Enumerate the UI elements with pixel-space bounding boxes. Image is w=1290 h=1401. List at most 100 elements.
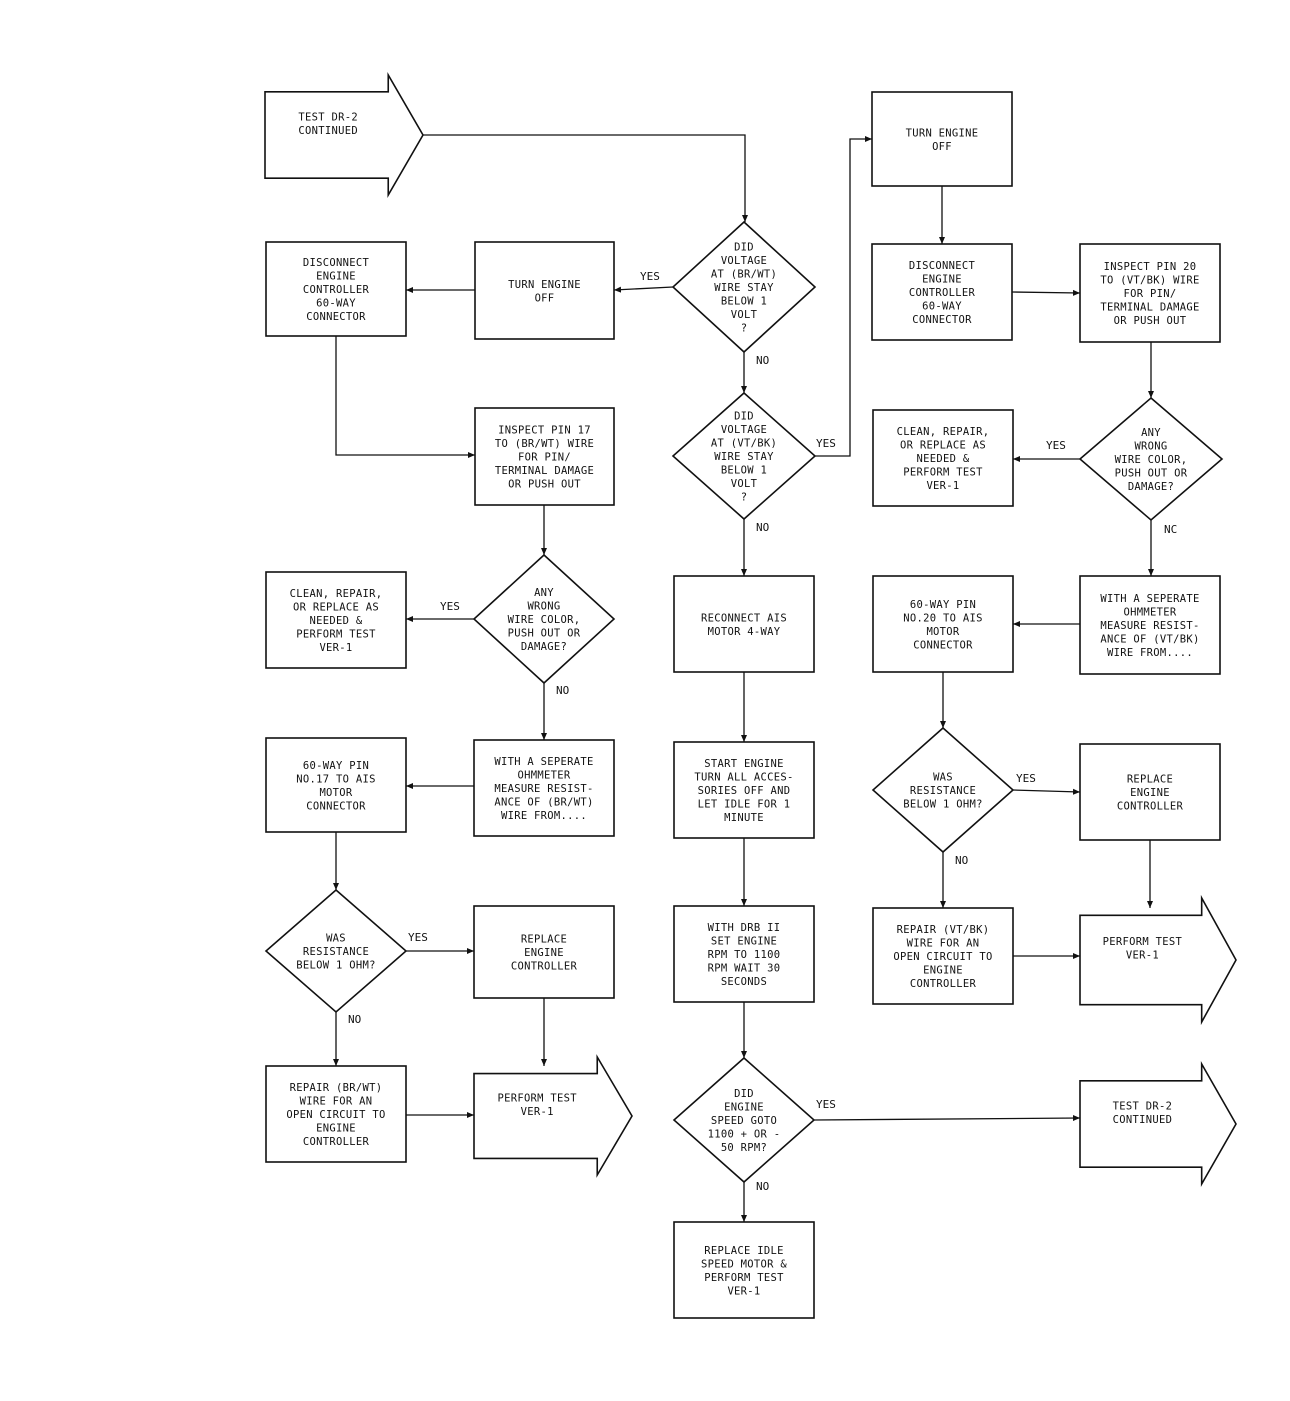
node-text-line: OR REPLACE AS [293,602,379,614]
process-box [872,907,1014,1005]
node-text-line: INSPECT PIN 17 [498,425,591,437]
edge-label-yes: YES [440,600,460,613]
node-text-line: WITH A SEPERATE [1100,593,1199,605]
node-text-line: WIRE FOR AN [907,938,980,950]
edge-label-no: NO [756,1180,769,1193]
node-text-line: RESISTANCE [303,946,369,958]
process-box [673,575,815,673]
node-text-line: CONNECTOR [912,314,972,326]
node-text-line: WRONG [1134,441,1167,453]
node-text-line: ANY [1141,427,1161,439]
node-text-line: MEASURE RESIST- [494,783,593,795]
node-text-line: BELOW 1 [721,296,767,308]
node-text-line: SECONDS [721,976,767,988]
edge-label-nc: NC [1164,523,1177,536]
node-text-line: TERMINAL DAMAGE [495,465,594,477]
node-text-line: TEST DR-2 [298,111,358,123]
connector-arrow [613,286,674,293]
off-page-connector [1079,1060,1237,1188]
process-box [673,905,815,1003]
edge-label-yes: YES [1016,772,1036,785]
connector-arrow [1011,289,1081,296]
connector-arrow [423,134,748,222]
off-page-connector [1079,894,1237,1026]
node-text-line: MOTOR [319,787,352,799]
node-text-line: DID [734,411,754,423]
node-text-line: CONTROLLER [511,961,578,973]
process-box [473,905,615,999]
node-text-line: VER-1 [319,642,352,654]
node-text-line: CONTROLLER [909,287,976,299]
decision-diamond [671,220,817,354]
process-box [265,241,407,337]
node-text-line: CONNECTOR [306,311,366,323]
node-text-line: WIRE FOR AN [300,1096,373,1108]
node-text-line: RPM TO 1100 [708,949,781,961]
node-text-line: OPEN CIRCUIT TO [286,1109,385,1121]
node-text-line: WIRE STAY [714,282,774,294]
node-text-line: PUSH OUT OR [508,628,581,640]
node-text-line: WAS [933,772,953,784]
node-text-line: WRONG [527,601,560,613]
node-text-line: MEASURE RESIST- [1100,620,1199,632]
process-box [265,1065,407,1163]
node-text-line: FOR PIN/ [1124,288,1177,300]
node-text-line: CONTROLLER [303,1136,370,1148]
node-text-line: TURN ALL ACCES- [694,772,793,784]
node-text-line: WITH DRB II [708,922,781,934]
node-text-line: CONTINUED [1113,1114,1173,1126]
node-text-line: OR REPLACE AS [900,440,986,452]
node-text-line: WIRE FROM.... [1107,647,1193,659]
node-text-line: VOLT [731,478,758,490]
node-text-line: CONTROLLER [1117,801,1184,813]
node-text-line: CONTROLLER [910,978,977,990]
node-text-line: PUSH OUT OR [1115,468,1188,480]
edge-label-yes: YES [1046,439,1066,452]
node-text-line: ENGINE [316,271,356,283]
process-box [872,575,1014,673]
process-box [265,571,407,669]
connector-arrow [815,136,872,457]
node-text-line: CONNECTOR [306,800,366,812]
node-text-line: DISCONNECT [303,257,370,269]
node-text-line: 1100 + OR - [708,1129,781,1141]
node-text-line: TEST DR-2 [1113,1100,1173,1112]
node-text-line: SPEED MOTOR & [701,1258,787,1270]
decision-diamond [472,553,616,685]
node-text-line: MINUTE [724,812,764,824]
node-text-line: ENGINE [724,1102,764,1114]
node-text-line: WIRE FROM.... [501,810,587,822]
process-box [474,407,615,506]
process-box [871,243,1013,341]
edge-label-yes: YES [640,270,660,283]
node-text-line: ENGINE [524,947,564,959]
node-text-line: ANCE OF (VT/BK) [1100,634,1199,646]
process-box [265,737,407,833]
node-text-line: ENGINE [922,274,962,286]
node-text-line: DAMAGE? [1128,481,1174,493]
connector-arrow [1012,788,1081,795]
node-text-line: TO (BR/WT) WIRE [495,438,594,450]
node-text-line: NEEDED & [310,615,363,627]
process-box [673,1221,815,1319]
node-text-line: RPM WAIT 30 [708,963,781,975]
node-text-line: PERFORM TEST [1103,936,1183,948]
